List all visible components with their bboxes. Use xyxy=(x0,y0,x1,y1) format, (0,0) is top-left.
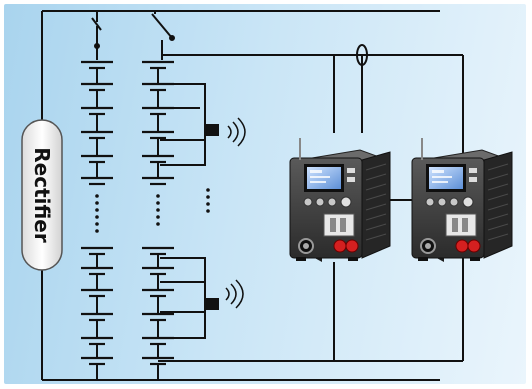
wireless-sensor-icon xyxy=(225,279,244,309)
battery-cell-icon xyxy=(140,154,176,164)
battery-string-left xyxy=(79,60,115,380)
monitor-bracket-top xyxy=(160,83,206,166)
battery-cell-icon xyxy=(79,60,115,70)
switch-icon xyxy=(151,13,175,41)
battery-cell-icon xyxy=(140,246,176,256)
battery-load-tester-icon xyxy=(289,137,391,263)
battery-cell-icon xyxy=(79,154,115,164)
battery-cell-icon xyxy=(140,130,176,140)
current-clamp-icon xyxy=(356,44,368,66)
rectifier-label: Rectifier xyxy=(30,147,54,243)
sensor-module xyxy=(205,124,219,136)
battery-cell-icon xyxy=(79,266,115,276)
battery-cell-icon xyxy=(140,176,176,186)
battery-cell-icon xyxy=(79,82,115,92)
monitor-bracket-bottom xyxy=(160,257,206,339)
rectifier: Rectifier xyxy=(21,119,63,271)
battery-cell-icon xyxy=(79,106,115,116)
battery-cell-icon xyxy=(79,246,115,256)
continuation-dots xyxy=(95,188,210,233)
battery-load-tester-icon xyxy=(411,137,513,263)
battery-cell-icon xyxy=(79,176,115,186)
battery-cell-icon xyxy=(79,312,115,322)
wireless-sensor-icon xyxy=(227,117,246,147)
sensor-module xyxy=(205,298,219,310)
bus-wires xyxy=(41,10,464,381)
battery-cell-icon xyxy=(79,356,115,366)
switch-icon xyxy=(91,17,102,49)
battery-cell-icon xyxy=(79,288,115,298)
battery-cell-icon xyxy=(79,130,115,140)
battery-cell-icon xyxy=(79,336,115,346)
battery-cell-icon xyxy=(140,312,176,322)
battery-cell-icon xyxy=(140,288,176,298)
battery-cell-icon xyxy=(140,60,176,70)
battery-cell-icon xyxy=(140,266,176,276)
battery-string-right xyxy=(140,60,176,380)
